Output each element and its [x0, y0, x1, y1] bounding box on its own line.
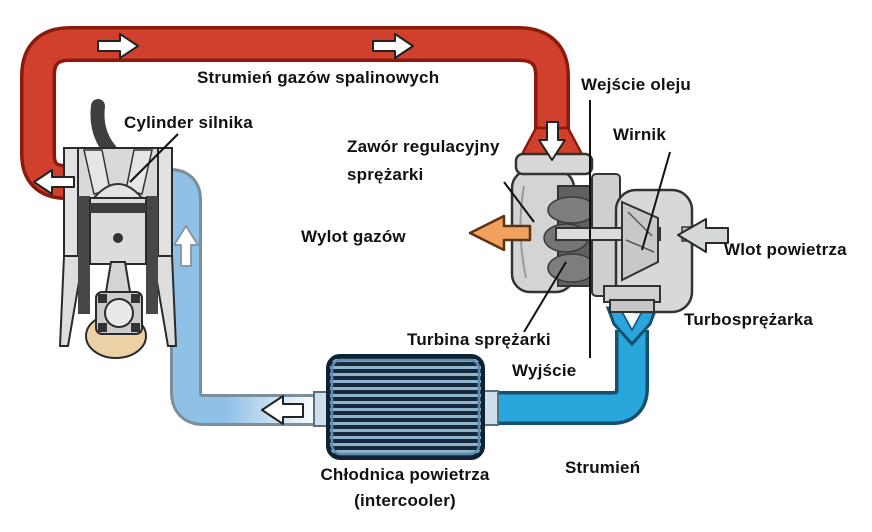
- label-engine-cylinder: Cylinder silnika: [124, 113, 253, 132]
- leader-lines: [129, 100, 671, 358]
- label-gas-outlet: Wylot gazów: [301, 227, 406, 246]
- label-wastegate: Zawór regulacyjny sprężarki: [347, 133, 527, 189]
- leader-cylinder: [129, 133, 179, 183]
- label-wastegate-line2: sprężarki: [347, 165, 424, 184]
- engine-combustion-dome: [93, 183, 143, 199]
- turbine-wheel: [547, 196, 597, 224]
- label-compressor-turbine: Turbina sprężarki: [407, 330, 551, 349]
- label-exhaust-stream: Strumień gazów spalinowych: [197, 68, 440, 87]
- exhaust-arrow-left: [33, 169, 75, 195]
- gas-outlet-arrow: [468, 214, 532, 252]
- engine-cyl-wall-right: [146, 196, 158, 314]
- engine-wrist-pin: [113, 233, 123, 243]
- charge-pipe-fill: [497, 330, 646, 422]
- charge-pipe: [497, 306, 659, 425]
- flow-arrows: [33, 33, 729, 425]
- engine-cylinder: [58, 99, 178, 359]
- intake-pipe: [154, 168, 322, 426]
- leader-compressor-turbine: [523, 261, 567, 333]
- leader-rotor: [641, 151, 671, 251]
- turbine-inlet-arrow-down: [538, 121, 566, 161]
- engine-leg-right: [155, 255, 178, 347]
- intercooler-out-arrow-left: [261, 395, 304, 425]
- air-inlet-arrow: [677, 218, 729, 253]
- engine-flange-right: [157, 147, 173, 257]
- label-intercooler: Chłodnica powietrza (intercooler): [305, 462, 505, 514]
- engine-cyl-wall-left: [78, 196, 90, 314]
- label-intercooler-line2: (intercooler): [354, 491, 456, 510]
- label-outlet: Wyjście: [512, 361, 577, 380]
- turbocharger-assembly: [510, 152, 695, 314]
- engine-crank-journal: [104, 298, 134, 328]
- compressor-wheel: [621, 200, 659, 282]
- intake-arrow-up: [173, 225, 199, 267]
- intercooler: [313, 354, 499, 460]
- intercooler-core: [326, 354, 485, 460]
- exhaust-arrow-right-2: [372, 33, 414, 59]
- engine-piston-rings: [90, 203, 146, 213]
- engine-flange-left: [63, 147, 79, 257]
- intake-pipe-fill: [157, 171, 322, 423]
- label-rotor: Wirnik: [613, 125, 666, 144]
- intercooler-frame: [330, 358, 481, 456]
- engine-leg-left: [58, 255, 81, 347]
- label-intercooler-line1: Chłodnica powietrza: [320, 465, 490, 484]
- leader-wastegate: [503, 181, 535, 223]
- label-wastegate-line1: Zawór regulacyjny: [347, 137, 500, 156]
- label-air-inlet: Wlot powietrza: [724, 240, 847, 259]
- label-turbocharger: Turbosprężarka: [684, 310, 814, 329]
- label-oil-inlet: Wejście oleju: [581, 75, 691, 94]
- label-stream: Strumień: [565, 458, 641, 477]
- exhaust-arrow-right-1: [97, 33, 139, 59]
